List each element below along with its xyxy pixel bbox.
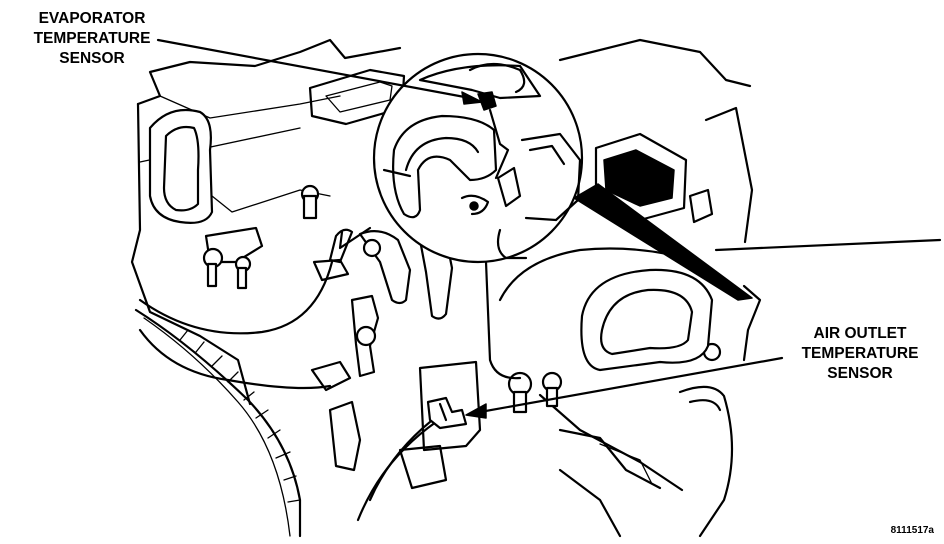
evaporator-sensor-label: EVAPORATOR TEMPERATURE SENSOR [12,9,172,69]
air-outlet-arrowhead [465,403,487,419]
air-outlet-leader-line [478,356,784,414]
leader-lines [156,38,784,419]
air-outlet-label-line-1: AIR OUTLET [813,325,907,342]
mounting-tabs [202,184,722,414]
actuator-linkage [310,226,454,392]
figure-id: 8111517a [890,525,934,536]
air-outlet-sensor-label: AIR OUTLET TEMPERATURE SENSOR [780,324,940,384]
evaporator-label-line-3: SENSOR [59,50,125,67]
evaporator-label-line-1: EVAPORATOR [38,10,146,27]
inset-projection-wedge [573,183,753,301]
evaporator-sensor-symbol [477,91,497,111]
air-outlet-label-line-3: SENSOR [827,365,893,382]
evaporator-leader-line [156,38,472,100]
evaporator-arrowhead [461,91,483,105]
magnified-inset [372,52,753,301]
air-outlet-sensor-area [328,360,482,490]
right-duct-outlet [580,268,714,372]
evaporator-label-line-2: TEMPERATURE [33,30,151,47]
hvac-housing [130,38,942,538]
blower-housing [558,385,734,538]
air-outlet-label-line-2: TEMPERATURE [801,345,919,362]
left-duct-outlet [148,108,214,224]
